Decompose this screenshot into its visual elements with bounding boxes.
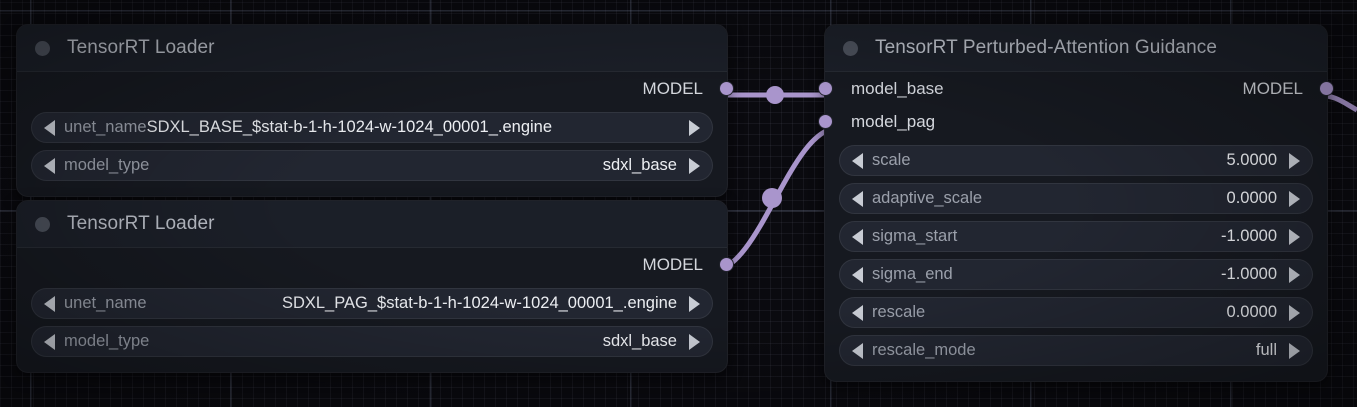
widget-unet-name[interactable]: unet_name SDXL_PAG_$stat-b-1-h-1024-w-10… <box>31 288 713 319</box>
widget-scale[interactable]: scale 5.0000 <box>839 145 1313 176</box>
node-body: model_base MODEL model_pag scale 5.0000 … <box>818 72 1334 382</box>
widget-label: adaptive_scale <box>872 189 983 207</box>
widget-sigma-start[interactable]: sigma_start -1.0000 <box>839 221 1313 252</box>
widget-label: sigma_start <box>872 227 958 245</box>
node-title: TensorRT Loader <box>67 213 215 234</box>
output-slot-label: MODEL <box>642 254 703 274</box>
chevron-right-icon[interactable] <box>1289 152 1300 169</box>
widget-value: sdxl_base <box>602 332 677 350</box>
node-tensorrt-loader-pag[interactable]: TensorRT Loader MODEL unet_name SDXL_PAG… <box>16 200 734 373</box>
chevron-left-icon[interactable] <box>44 119 55 136</box>
circle-dot-icon[interactable] <box>35 216 50 232</box>
chevron-left-icon[interactable] <box>852 342 863 359</box>
input-slot-model-pag[interactable]: model_pag <box>818 105 1313 138</box>
widget-value: -1.0000 <box>1221 227 1277 245</box>
circle-dot-icon[interactable] <box>843 40 858 56</box>
widget-value: 5.0000 <box>1226 151 1277 169</box>
circle-dot-icon[interactable] <box>35 40 50 56</box>
widget-model-type[interactable]: model_type sdxl_base <box>31 150 713 181</box>
chevron-right-icon[interactable] <box>689 157 700 174</box>
widget-value: -1.0000 <box>1221 265 1277 283</box>
chevron-right-icon[interactable] <box>1289 266 1300 283</box>
link-midpoint-dot-model-base[interactable] <box>766 86 784 104</box>
chevron-left-icon[interactable] <box>852 304 863 321</box>
output-slot-label-model: MODEL <box>1242 78 1303 98</box>
widget-rescale[interactable]: rescale 0.0000 <box>839 297 1313 328</box>
chevron-left-icon[interactable] <box>852 266 863 283</box>
input-slot-label-model-pag: model_pag <box>851 111 936 131</box>
node-title: TensorRT Perturbed-Attention Guidance <box>875 37 1218 58</box>
widget-label: rescale_mode <box>872 341 976 359</box>
widget-label: sigma_end <box>872 265 953 283</box>
chevron-left-icon[interactable] <box>852 190 863 207</box>
widget-value: 0.0000 <box>1226 189 1277 207</box>
widget-sigma-end[interactable]: sigma_end -1.0000 <box>839 259 1313 290</box>
input-port-dot-model-pag[interactable] <box>818 114 833 129</box>
widget-label: scale <box>872 151 911 169</box>
chevron-right-icon[interactable] <box>1289 228 1300 245</box>
node-tensorrt-loader-base[interactable]: TensorRT Loader MODEL unet_name SDXL_BAS… <box>16 24 734 197</box>
slot-row-model-base-and-output: model_base MODEL <box>818 72 1334 105</box>
chevron-left-icon[interactable] <box>852 152 863 169</box>
widget-value: full <box>1255 341 1277 359</box>
input-slot-label-model-base: model_base <box>851 78 944 98</box>
widget-label: unet_name <box>64 294 147 312</box>
chevron-right-icon[interactable] <box>1289 342 1300 359</box>
node-header[interactable]: TensorRT Perturbed-Attention Guidance <box>825 25 1327 72</box>
output-slot-model[interactable]: MODEL <box>31 248 734 281</box>
output-port-dot[interactable] <box>719 257 734 272</box>
node-tensorrt-perturbed-attention-guidance[interactable]: TensorRT Perturbed-Attention Guidance mo… <box>818 24 1334 382</box>
chevron-left-icon[interactable] <box>44 333 55 350</box>
output-slot-label: MODEL <box>642 78 703 98</box>
widget-value: 0.0000 <box>1226 303 1277 321</box>
output-port-dot[interactable] <box>719 81 734 96</box>
widget-value: SDXL_BASE_$stat-b-1-h-1024-w-1024_00001_… <box>146 118 553 136</box>
chevron-left-icon[interactable] <box>44 157 55 174</box>
chevron-right-icon[interactable] <box>689 119 700 136</box>
chevron-right-icon[interactable] <box>689 333 700 350</box>
input-port-dot-model-base[interactable] <box>818 81 833 96</box>
chevron-right-icon[interactable] <box>1289 304 1300 321</box>
widget-value: SDXL_PAG_$stat-b-1-h-1024-w-1024_00001_.… <box>281 294 677 312</box>
node-title: TensorRT Loader <box>67 37 215 58</box>
widget-adaptive-scale[interactable]: adaptive_scale 0.0000 <box>839 183 1313 214</box>
chevron-left-icon[interactable] <box>44 295 55 312</box>
widget-label: rescale <box>872 303 926 321</box>
chevron-left-icon[interactable] <box>852 228 863 245</box>
node-body: MODEL unet_name SDXL_BASE_$stat-b-1-h-10… <box>17 72 734 197</box>
widget-model-type[interactable]: model_type sdxl_base <box>31 326 713 357</box>
chevron-right-icon[interactable] <box>689 295 700 312</box>
widget-unet-name[interactable]: unet_name SDXL_BASE_$stat-b-1-h-1024-w-1… <box>31 112 713 143</box>
widget-label: model_type <box>64 156 150 174</box>
widget-value: sdxl_base <box>602 156 677 174</box>
node-header[interactable]: TensorRT Loader <box>17 201 727 248</box>
chevron-right-icon[interactable] <box>1289 190 1300 207</box>
output-port-dot[interactable] <box>1319 81 1334 96</box>
output-slot-model[interactable]: MODEL <box>31 72 734 105</box>
node-header[interactable]: TensorRT Loader <box>17 25 727 72</box>
link-midpoint-dot-model-pag[interactable] <box>762 188 782 208</box>
node-body: MODEL unet_name SDXL_PAG_$stat-b-1-h-102… <box>17 248 734 373</box>
widget-label: model_type <box>64 332 150 350</box>
widget-label: unet_name <box>64 118 147 136</box>
widget-rescale-mode[interactable]: rescale_mode full <box>839 335 1313 366</box>
